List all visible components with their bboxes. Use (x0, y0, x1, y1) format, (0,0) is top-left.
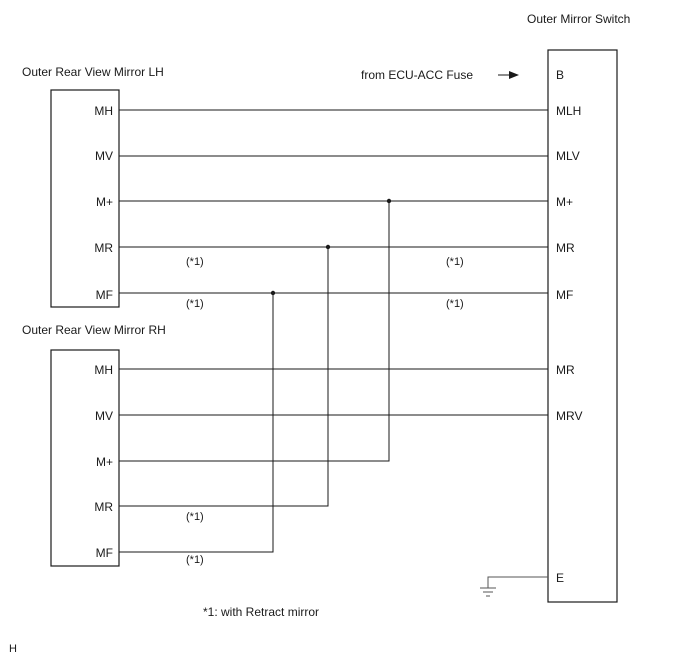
switch-pin-mplus: M+ (556, 195, 573, 209)
corner-code: H (9, 643, 17, 655)
rh-pin-mh: MH (94, 363, 113, 377)
junction-dot-mr (325, 244, 331, 250)
marker-lh-mr-right: (*1) (446, 256, 464, 268)
lh-pin-mv: MV (95, 149, 113, 163)
lh-pin-mf: MF (96, 288, 113, 302)
rh-pin-mr: MR (94, 500, 113, 514)
lh-pin-mh: MH (94, 104, 113, 118)
switch-pin-mlh: MLH (556, 104, 581, 118)
switch-title: Outer Mirror Switch (527, 12, 630, 26)
junction-dot-mplus (386, 198, 392, 204)
marker-rh-mf: (*1) (186, 554, 204, 566)
lh-pin-mr: MR (94, 241, 113, 255)
mirror-rh-title: Outer Rear View Mirror RH (22, 323, 166, 337)
switch-pin-mrv: MRV (556, 409, 582, 423)
mirror-lh-title: Outer Rear View Mirror LH (22, 65, 164, 79)
mirror-rh-box (50, 349, 120, 567)
fuse-source-label: from ECU-ACC Fuse (361, 68, 473, 82)
wire-rh-mr-junction (119, 247, 329, 507)
mirror-lh-box (50, 89, 120, 308)
ground-wire (487, 576, 548, 588)
junction-dot-mf (270, 290, 276, 296)
wire-rh-mf-junction (119, 293, 274, 553)
marker-rh-mr: (*1) (186, 511, 204, 523)
marker-lh-mf-right: (*1) (446, 298, 464, 310)
switch-pin-mlv: MLV (556, 149, 580, 163)
ground-symbol-icon (480, 587, 496, 597)
lh-pin-mplus: M+ (96, 195, 113, 209)
switch-pin-mf: MF (556, 288, 573, 302)
rh-pin-mf: MF (96, 546, 113, 560)
outer-mirror-switch-box (547, 49, 618, 603)
rh-pin-mv: MV (95, 409, 113, 423)
wire-rh-mplus-junction (119, 201, 390, 462)
switch-pin-b: B (556, 68, 564, 82)
switch-pin-mr-rh: MR (556, 363, 575, 377)
fuse-arrow-head (509, 71, 519, 79)
footnote: *1: with Retract mirror (203, 605, 319, 619)
rh-pin-mplus: M+ (96, 455, 113, 469)
marker-lh-mf-left: (*1) (186, 298, 204, 310)
marker-lh-mr-left: (*1) (186, 256, 204, 268)
switch-pin-mr-lh: MR (556, 241, 575, 255)
switch-pin-e: E (556, 571, 564, 585)
